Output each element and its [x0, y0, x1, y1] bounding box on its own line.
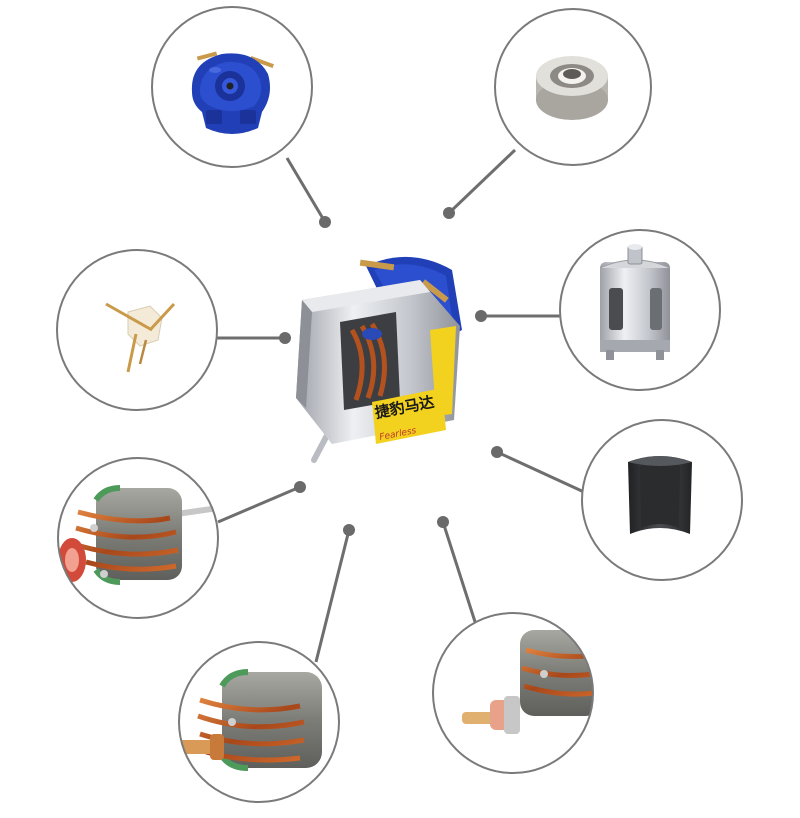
part-steel-housing [559, 229, 721, 391]
assembled-motor: 捷豹马达 Fearless [296, 256, 462, 463]
part-brush [56, 249, 218, 411]
part-armature-left [57, 457, 219, 619]
leader-line-end-cap [285, 157, 327, 223]
leader-dots [279, 207, 503, 536]
leader-line-magnet [496, 450, 585, 494]
leader-lines [217, 148, 585, 663]
part-bearing [494, 8, 652, 166]
part-armature-right [432, 612, 594, 774]
leader-line-armature-bottom [314, 529, 351, 663]
leader-line-armature-right [441, 521, 479, 629]
leader-line-armature-left [217, 485, 301, 524]
part-end-cap [151, 6, 313, 168]
part-magnet [581, 419, 743, 581]
leader-line-bearing [447, 148, 517, 215]
part-armature-bottom [178, 641, 340, 803]
